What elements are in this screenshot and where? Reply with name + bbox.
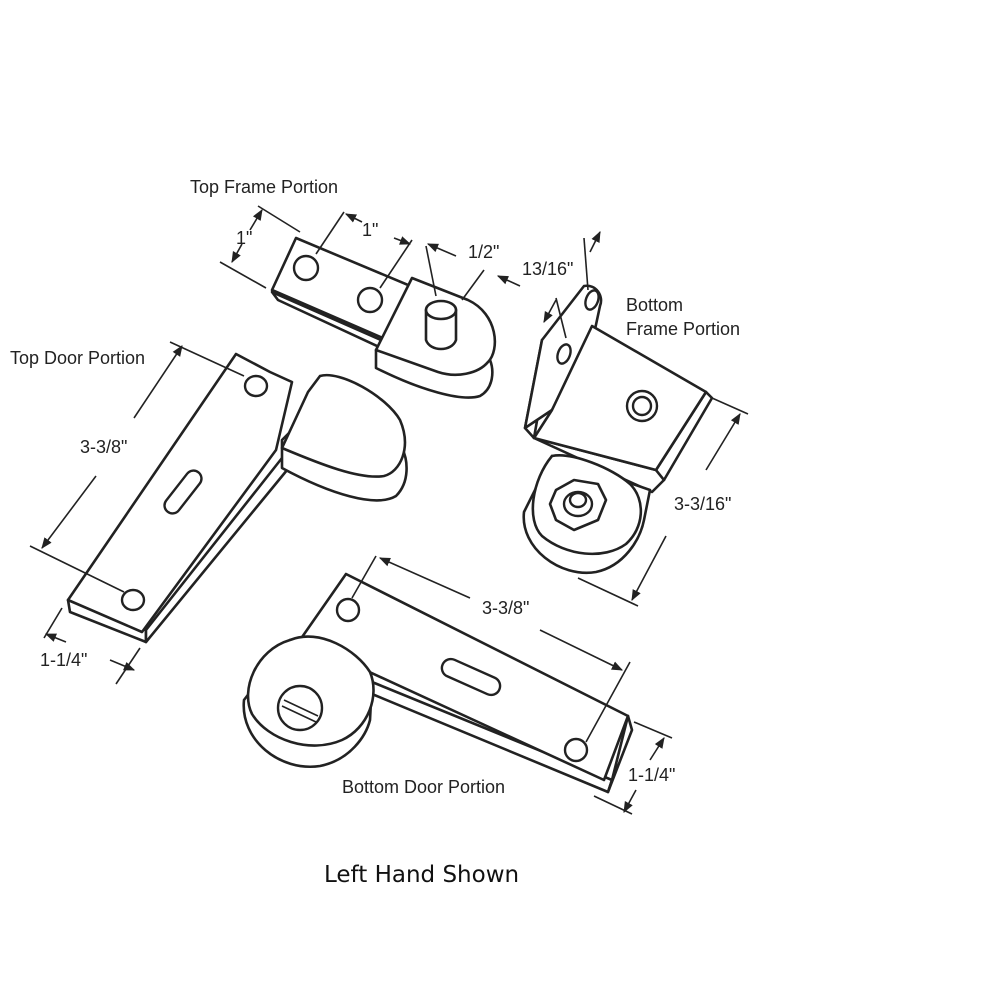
label-top-door-portion: Top Door Portion <box>10 348 145 368</box>
top-frame-portion <box>270 236 497 399</box>
bottom-door-hole-2 <box>563 737 589 763</box>
dimension-lines <box>29 205 749 815</box>
label-bottom-frame-portion-line2: Frame Portion <box>626 319 740 339</box>
dim-top-frame-pin: 1/2" <box>468 242 499 262</box>
dim-top-frame-width: 1" <box>236 228 252 248</box>
bottom-door-portion <box>242 572 634 794</box>
top-door-portion <box>66 352 408 644</box>
label-bottom-frame-portion-line1: Bottom <box>626 295 683 315</box>
label-bottom-door-portion: Bottom Door Portion <box>342 777 505 797</box>
top-door-slot <box>163 469 203 515</box>
dim-top-door-width: 1-1/4" <box>40 650 87 670</box>
dim-top-door-length: 3-3/8" <box>80 437 127 457</box>
dim-top-frame-hole-spacing: 1" <box>362 220 378 240</box>
top-door-hole-1 <box>243 374 269 398</box>
dim-bottom-frame-length: 3-3/16" <box>674 494 731 514</box>
bottom-frame-portion <box>522 284 714 575</box>
top-frame-pin <box>424 308 458 351</box>
bottom-door-slot <box>440 657 502 697</box>
top-frame-hole-2 <box>356 286 384 314</box>
label-top-frame-portion: Top Frame Portion <box>190 177 338 197</box>
dim-bottom-door-width: 1-1/4" <box>628 765 675 785</box>
caption-left-hand-shown: Left Hand Shown <box>324 862 519 888</box>
top-door-hole-2 <box>120 588 146 612</box>
dim-bottom-frame-offset: 13/16" <box>522 259 573 279</box>
bottom-door-hole-1 <box>335 597 361 623</box>
top-frame-hole-1 <box>292 254 320 282</box>
dim-bottom-door-length: 3-3/8" <box>482 598 529 618</box>
